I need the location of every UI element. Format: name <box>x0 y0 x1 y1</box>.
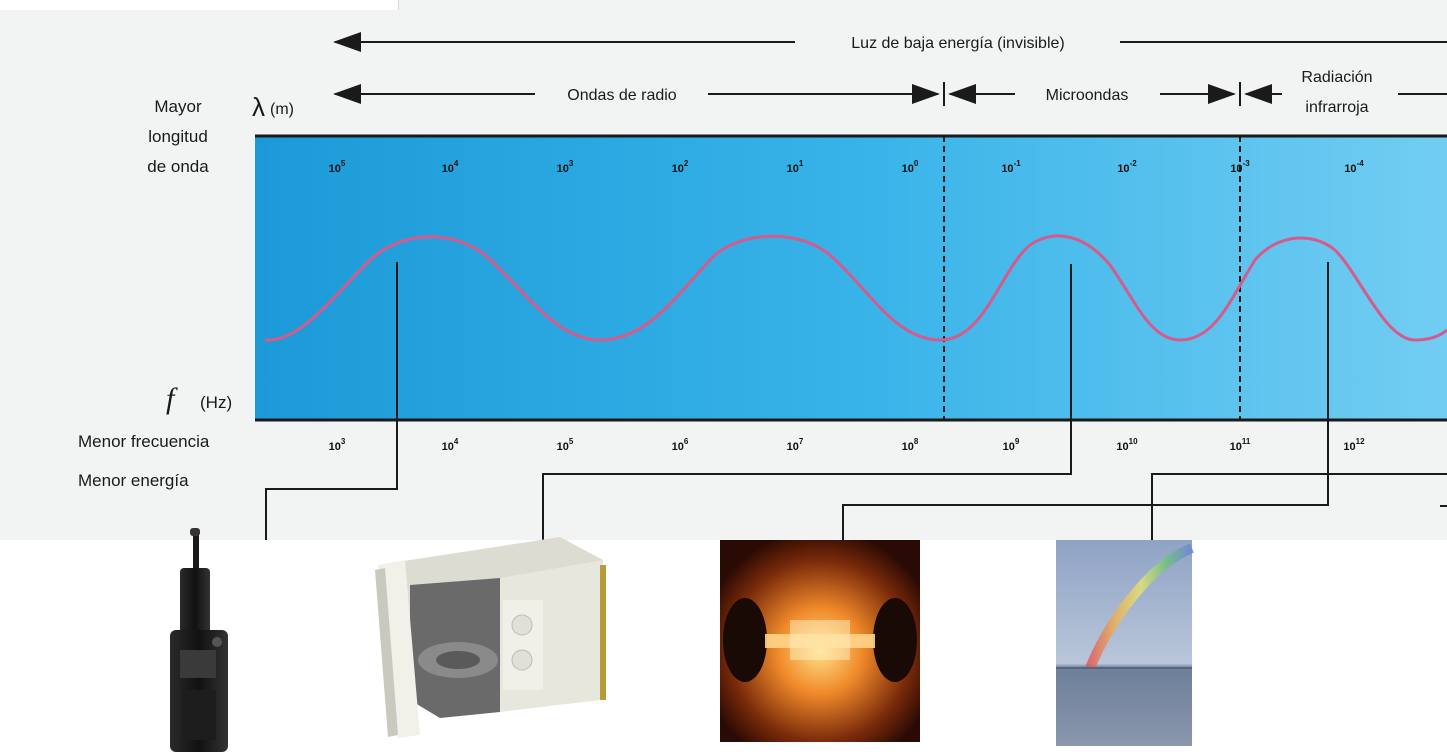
spectrum-band <box>255 136 1447 420</box>
longer-wavelength-line3: de onda <box>147 157 209 176</box>
heat-lamp-photo <box>720 540 920 742</box>
microwave-oven-photo <box>375 537 606 738</box>
microwaves-label: Microondas <box>1046 87 1129 104</box>
em-wave-curve <box>264 234 1447 342</box>
wavelength-tick-labels: 105 104 103 102 101 100 10-1 10-2 10-3 10-4 <box>329 159 1365 175</box>
wavelength-tick-4: 101 <box>787 159 804 175</box>
frequency-tick-4: 107 <box>787 437 804 453</box>
radio-waves-label: Ondas de radio <box>567 87 677 104</box>
lower-frequency-label: Menor frecuencia <box>78 432 210 451</box>
wavelength-tick-8: 10-3 <box>1230 159 1250 175</box>
frequency-tick-5: 108 <box>902 437 919 453</box>
rainbow-photo <box>1056 540 1195 746</box>
wavelength-tick-1: 104 <box>442 159 459 175</box>
frequency-unit: (Hz) <box>200 393 232 412</box>
frequency-tick-7: 1010 <box>1116 437 1138 453</box>
wavelength-tick-6: 10-1 <box>1001 159 1021 175</box>
frequency-tick-6: 109 <box>1003 437 1020 453</box>
infrared-label-line2: infrarroja <box>1305 99 1368 116</box>
wavelength-tick-7: 10-2 <box>1117 159 1137 175</box>
lambda-symbol: λ <box>252 92 265 122</box>
frequency-tick-0: 103 <box>329 437 346 453</box>
connector-micro-oven <box>542 264 1072 540</box>
frequency-tick-9: 1012 <box>1343 437 1365 453</box>
frequency-tick-2: 105 <box>557 437 574 453</box>
frequency-tick-1: 104 <box>442 437 459 453</box>
wavelength-tick-9: 10-4 <box>1344 159 1364 175</box>
wavelength-tick-3: 102 <box>672 159 689 175</box>
connector-visible-rainbow <box>1151 473 1447 540</box>
frequency-tick-labels: 103 104 105 106 107 108 109 1010 1011 1012 <box>329 437 1365 453</box>
low-energy-label: Luz de baja energía (invisible) <box>851 35 1064 52</box>
infrared-label-line1: Radiación <box>1301 69 1372 86</box>
wavelength-tick-0: 105 <box>329 159 346 175</box>
frequency-tick-3: 106 <box>672 437 689 453</box>
walkie-talkie-photo <box>170 528 228 752</box>
connector-ir-lamp <box>842 262 1329 540</box>
page-edge <box>0 0 399 10</box>
wavelength-tick-2: 103 <box>557 159 574 175</box>
lower-energy-label: Menor energía <box>78 471 189 490</box>
wavelength-tick-5: 100 <box>902 159 919 175</box>
longer-wavelength-line1: Mayor <box>154 97 202 116</box>
connector-radio-walkie <box>265 262 398 540</box>
frequency-tick-8: 1011 <box>1230 437 1251 453</box>
longer-wavelength-line2: longitud <box>148 127 208 146</box>
wavelength-unit: (m) <box>270 101 294 118</box>
frequency-symbol: f <box>166 382 178 415</box>
